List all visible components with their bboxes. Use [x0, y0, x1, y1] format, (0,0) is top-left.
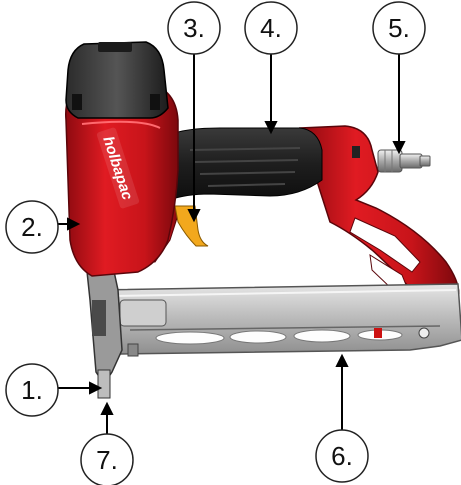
- svg-text:6.: 6.: [331, 441, 353, 471]
- rear-frame: [298, 125, 460, 301]
- top-cap: [65, 41, 169, 119]
- callout-5: 5.: [372, 1, 426, 55]
- air-fitting: [377, 149, 431, 173]
- svg-text:7.: 7.: [96, 445, 118, 475]
- callout-3: 3.: [167, 1, 221, 55]
- callout-7: 7.: [80, 433, 134, 485]
- trigger: [174, 205, 209, 247]
- tool-body: holbapac: [65, 83, 179, 277]
- callout-6: 6.: [315, 429, 369, 483]
- svg-text:1.: 1.: [21, 375, 43, 405]
- callout-4: 4.: [244, 1, 298, 55]
- svg-text:4.: 4.: [260, 13, 282, 43]
- svg-text:5.: 5.: [388, 13, 410, 43]
- callout-1: 1.: [5, 363, 59, 417]
- nose-piece: [85, 261, 123, 399]
- svg-text:3.: 3.: [183, 13, 205, 43]
- magazine: [95, 283, 461, 357]
- handle-grip: [159, 127, 323, 201]
- leader-lines: [54, 52, 406, 444]
- callout-2: 2.: [5, 200, 59, 254]
- svg-text:2.: 2.: [21, 212, 43, 242]
